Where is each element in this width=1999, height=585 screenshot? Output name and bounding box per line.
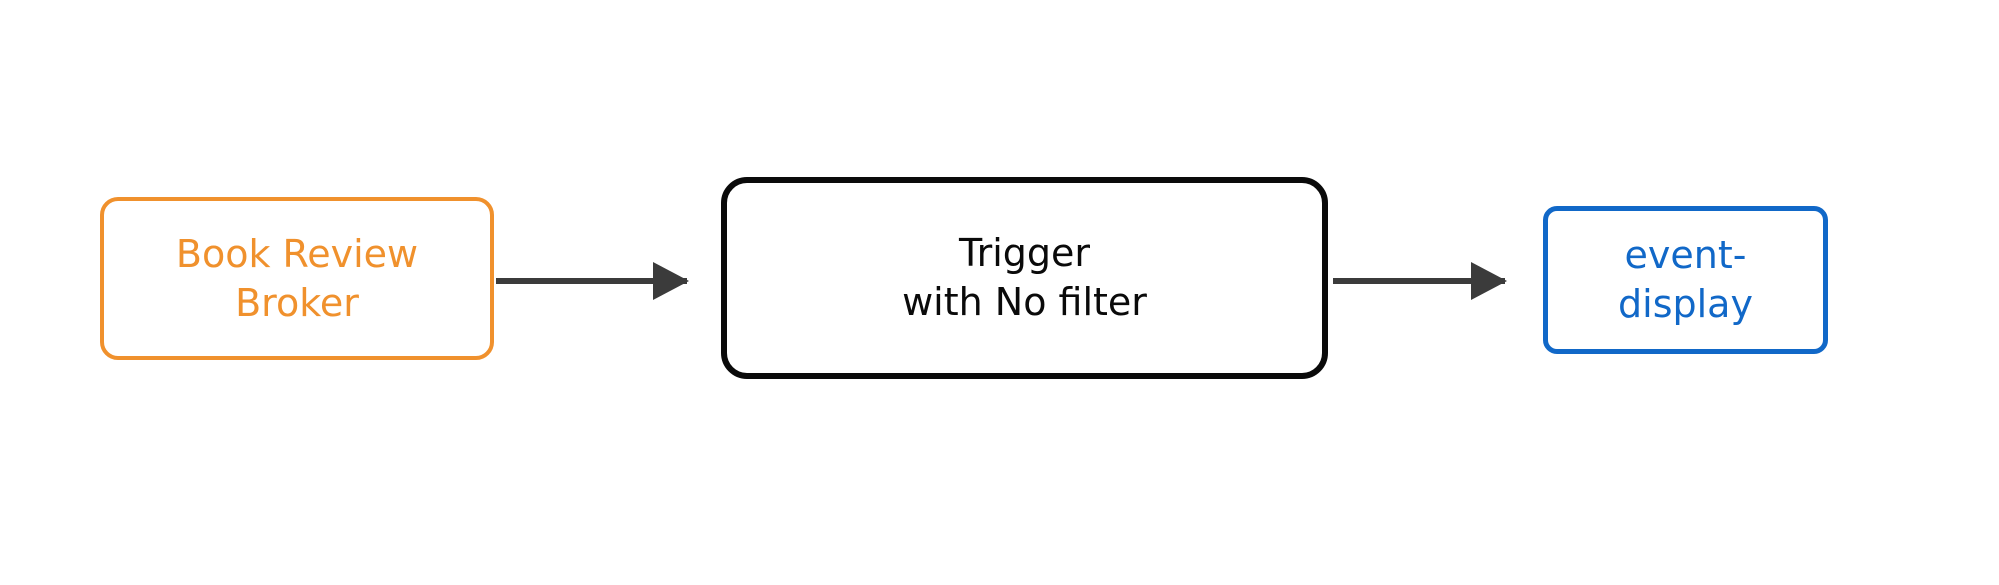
node-trigger-with-no-filter-label: Trigger with No filter	[902, 231, 1147, 324]
node-event-display-label: event-display	[1618, 233, 1753, 326]
edge-broker-to-trigger-line	[496, 278, 687, 284]
arrow-right-icon	[1471, 262, 1507, 300]
edge-trigger-to-sink-line	[1333, 278, 1505, 284]
node-book-review-broker[interactable]: Book Review Broker	[100, 197, 494, 360]
node-book-review-broker-label: Book Review Broker	[175, 231, 419, 325]
node-trigger-with-no-filter[interactable]: Trigger with No filter	[721, 177, 1328, 379]
arrow-right-icon	[653, 262, 689, 300]
node-event-display[interactable]: event-display	[1543, 206, 1828, 354]
